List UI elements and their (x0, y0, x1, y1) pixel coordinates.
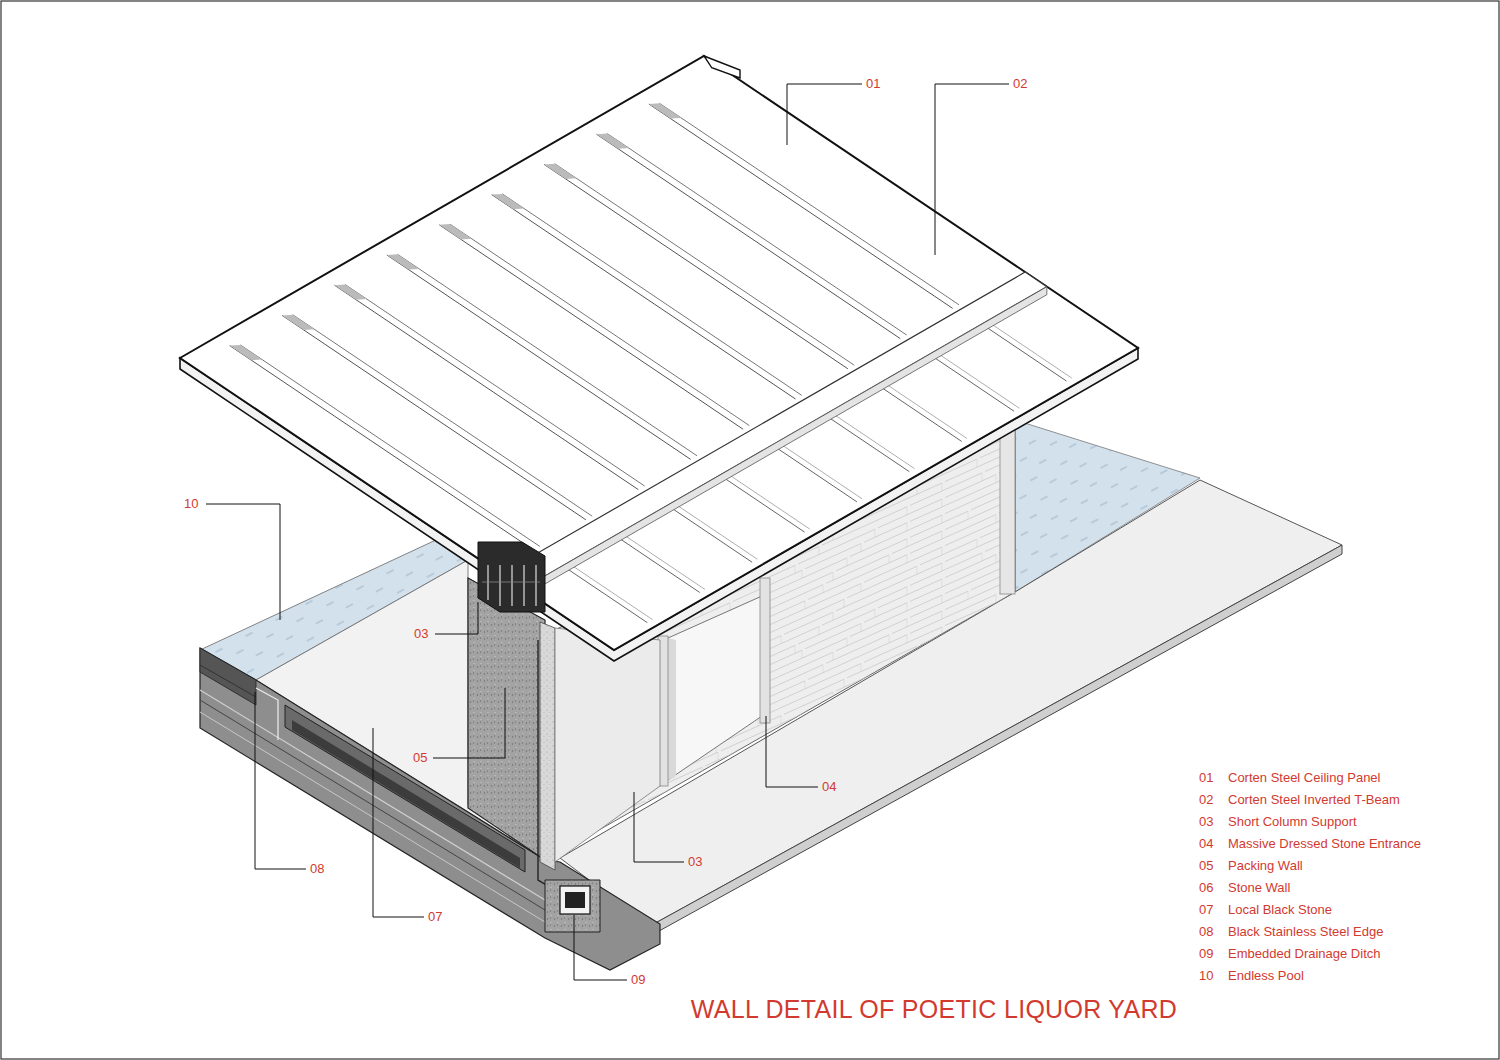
short-column-support (478, 542, 545, 612)
legend-number: 10 (1199, 968, 1213, 984)
callout-number: 01 (866, 76, 880, 92)
legend-text: Embedded Drainage Ditch (1228, 946, 1380, 962)
callout-number: 10 (184, 496, 198, 512)
callout-number: 03 (414, 626, 428, 642)
callout-number: 07 (428, 909, 442, 925)
ceiling-panel (180, 56, 1138, 650)
legend-text: Stone Wall (1228, 880, 1290, 896)
legend-number: 01 (1199, 770, 1213, 786)
legend-number: 07 (1199, 902, 1213, 918)
drainage-ditch (560, 886, 590, 914)
legend-text: Corten Steel Inverted T-Beam (1228, 792, 1400, 808)
entrance-opening (668, 596, 762, 780)
inverted-t-beam (501, 272, 1047, 597)
legend-text: Short Column Support (1228, 814, 1357, 830)
legend-text: Packing Wall (1228, 858, 1303, 874)
callout-number: 02 (1013, 76, 1027, 92)
callout-number: 03 (688, 854, 702, 870)
legend-number: 04 (1199, 836, 1213, 852)
leader-lines (206, 84, 1009, 980)
legend-number: 05 (1199, 858, 1213, 874)
legend-text: Black Stainless Steel Edge (1228, 924, 1383, 940)
stone-wall-face (555, 628, 660, 862)
legend-text: Corten Steel Ceiling Panel (1228, 770, 1380, 786)
legend-number: 08 (1199, 924, 1213, 940)
legend-text: Endless Pool (1228, 968, 1304, 984)
legend-number: 03 (1199, 814, 1213, 830)
drawing-title: WALL DETAIL OF POETIC LIQUOR YARD (691, 994, 1177, 1024)
callout-number: 05 (413, 750, 427, 766)
ceiling-ribs (230, 103, 1072, 622)
legend-number: 02 (1199, 792, 1213, 808)
legend-text: Local Black Stone (1228, 902, 1332, 918)
legend-text: Massive Dressed Stone Entrance (1228, 836, 1421, 852)
callout-number: 09 (631, 972, 645, 988)
callout-number: 04 (822, 779, 836, 795)
callout-number: 08 (310, 861, 324, 877)
legend-number: 06 (1199, 880, 1213, 896)
legend-number: 09 (1199, 946, 1213, 962)
corten-ceiling (180, 56, 1138, 661)
